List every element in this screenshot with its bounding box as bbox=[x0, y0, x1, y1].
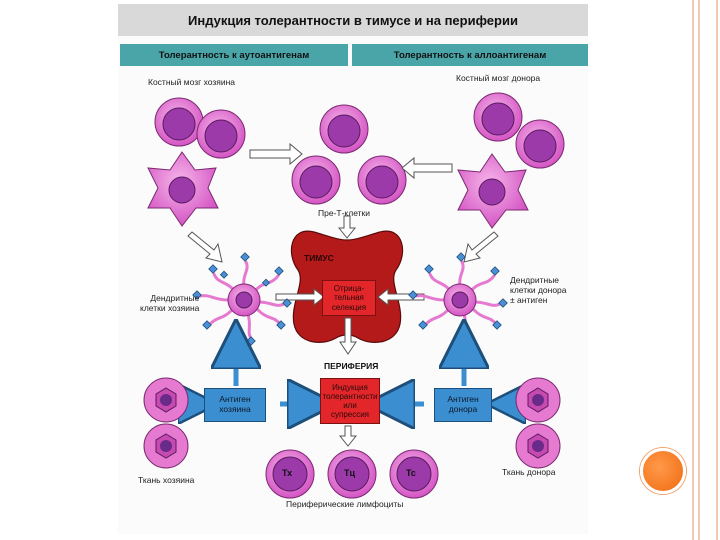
label-ts: Тс bbox=[406, 468, 416, 478]
lymphocyte-tc bbox=[327, 449, 377, 499]
bone-marrow-cell bbox=[291, 155, 341, 205]
label-tc: Тц bbox=[344, 468, 356, 478]
antigen-donor-line: донора bbox=[448, 404, 478, 414]
dc-donor-line: Дендритные bbox=[510, 275, 560, 285]
bone-marrow-cell bbox=[473, 92, 523, 142]
host-bone-marrow-cells bbox=[147, 97, 246, 227]
label-dc-host: Дендритные клетки хозяина bbox=[140, 293, 200, 314]
tolerance-diagram bbox=[143, 92, 565, 499]
selection-arrow bbox=[377, 287, 425, 307]
dc-donor-line: клетки донора bbox=[510, 284, 567, 295]
column-headers: Толерантность к аутоантигенам Толерантно… bbox=[120, 44, 588, 66]
negative-selection-box: Отрица- тельная селекция bbox=[322, 280, 376, 316]
antigen-host-box: Антиген хозяина bbox=[204, 388, 266, 422]
bone-marrow-cell bbox=[196, 109, 246, 159]
selection-line: селекция bbox=[331, 302, 367, 312]
bone-marrow-cell bbox=[357, 155, 407, 205]
differentiation-arrow bbox=[187, 231, 223, 263]
label-tissue-host: Ткань хозяина bbox=[138, 475, 195, 485]
slide-accent-circle bbox=[640, 448, 686, 494]
frame-line bbox=[716, 0, 718, 540]
antigen-donor-line: Антиген bbox=[447, 394, 479, 405]
periphery-arrow bbox=[339, 317, 357, 355]
host-dendritic-cell bbox=[192, 252, 292, 346]
periphery-down-arrow bbox=[338, 425, 358, 447]
tissue-cluster bbox=[143, 377, 189, 423]
pre-t-arrow bbox=[337, 215, 357, 239]
label-pre-t-cells: Пре-Т-клетки bbox=[318, 208, 370, 218]
induction-line: толерантности bbox=[322, 391, 378, 401]
differentiation-arrow bbox=[463, 231, 499, 263]
figure-title-bar: Индукция толерантности в тимусе и на пер… bbox=[118, 4, 588, 36]
dc-donor-line: ± антиген bbox=[510, 294, 548, 305]
induction-line: супрессия bbox=[330, 410, 370, 420]
tissue-cluster bbox=[515, 423, 561, 469]
label-periphery: ПЕРИФЕРИЯ bbox=[324, 361, 379, 371]
induction-line: или bbox=[343, 401, 357, 410]
label-bone-marrow-donor: Костный мозг донора bbox=[456, 73, 541, 83]
figure-scan: Индукция толерантности в тимусе и на пер… bbox=[118, 4, 588, 534]
donor-dendritic-cell bbox=[408, 252, 508, 346]
dc-host-line: клетки хозяина bbox=[140, 302, 200, 313]
selection-line: тельная bbox=[334, 293, 364, 303]
label-tissue-donor: Ткань донора bbox=[502, 467, 556, 477]
label-bone-marrow-host: Костный мозг хозяина bbox=[148, 77, 236, 87]
donor-tissue bbox=[515, 377, 561, 469]
migration-arrow bbox=[401, 156, 453, 180]
label-peripheral-lymphocytes: Периферические лимфоциты bbox=[286, 499, 404, 509]
tissue-cluster bbox=[515, 377, 561, 423]
selection-arrow bbox=[275, 287, 325, 307]
frame-line bbox=[698, 0, 700, 540]
tissue-cluster bbox=[143, 423, 189, 469]
selection-line: Отрица- bbox=[333, 284, 365, 294]
migrating-cells bbox=[291, 104, 407, 205]
antigen-host-line: хозяина bbox=[219, 404, 251, 414]
dendritic-precursor-cell bbox=[457, 153, 529, 229]
dendritic-precursor-cell bbox=[147, 151, 219, 227]
bone-marrow-cell bbox=[515, 119, 565, 169]
antigen-host-line: Антиген bbox=[219, 394, 251, 405]
donor-bone-marrow-cells bbox=[457, 92, 565, 229]
induction-line: Индукция bbox=[332, 382, 368, 392]
label-thymus: ТИМУС bbox=[304, 253, 334, 263]
label-th: Тх bbox=[282, 468, 293, 478]
migration-arrow bbox=[249, 142, 303, 166]
label-dc-donor: Дендритные клетки донора ± антиген bbox=[510, 275, 567, 305]
antigen-donor-box: Антиген донора bbox=[434, 388, 492, 422]
peripheral-lymphocytes bbox=[265, 449, 439, 499]
frame-line bbox=[692, 0, 694, 540]
induction-box: Индукция толерантности или супрессия bbox=[320, 378, 380, 424]
host-tissue bbox=[143, 377, 189, 469]
bone-marrow-cell bbox=[154, 97, 204, 147]
header-right: Толерантность к аллоантигенам bbox=[352, 44, 588, 66]
lymphocyte-th bbox=[265, 449, 315, 499]
dc-host-line: Дендритные bbox=[150, 293, 200, 303]
bone-marrow-cell bbox=[319, 104, 369, 154]
figure-title: Индукция толерантности в тимусе и на пер… bbox=[188, 12, 518, 28]
slide-decoration-frame bbox=[686, 0, 720, 540]
header-left: Толерантность к аутоантигенам bbox=[120, 44, 348, 66]
lymphocyte-ts bbox=[389, 449, 439, 499]
